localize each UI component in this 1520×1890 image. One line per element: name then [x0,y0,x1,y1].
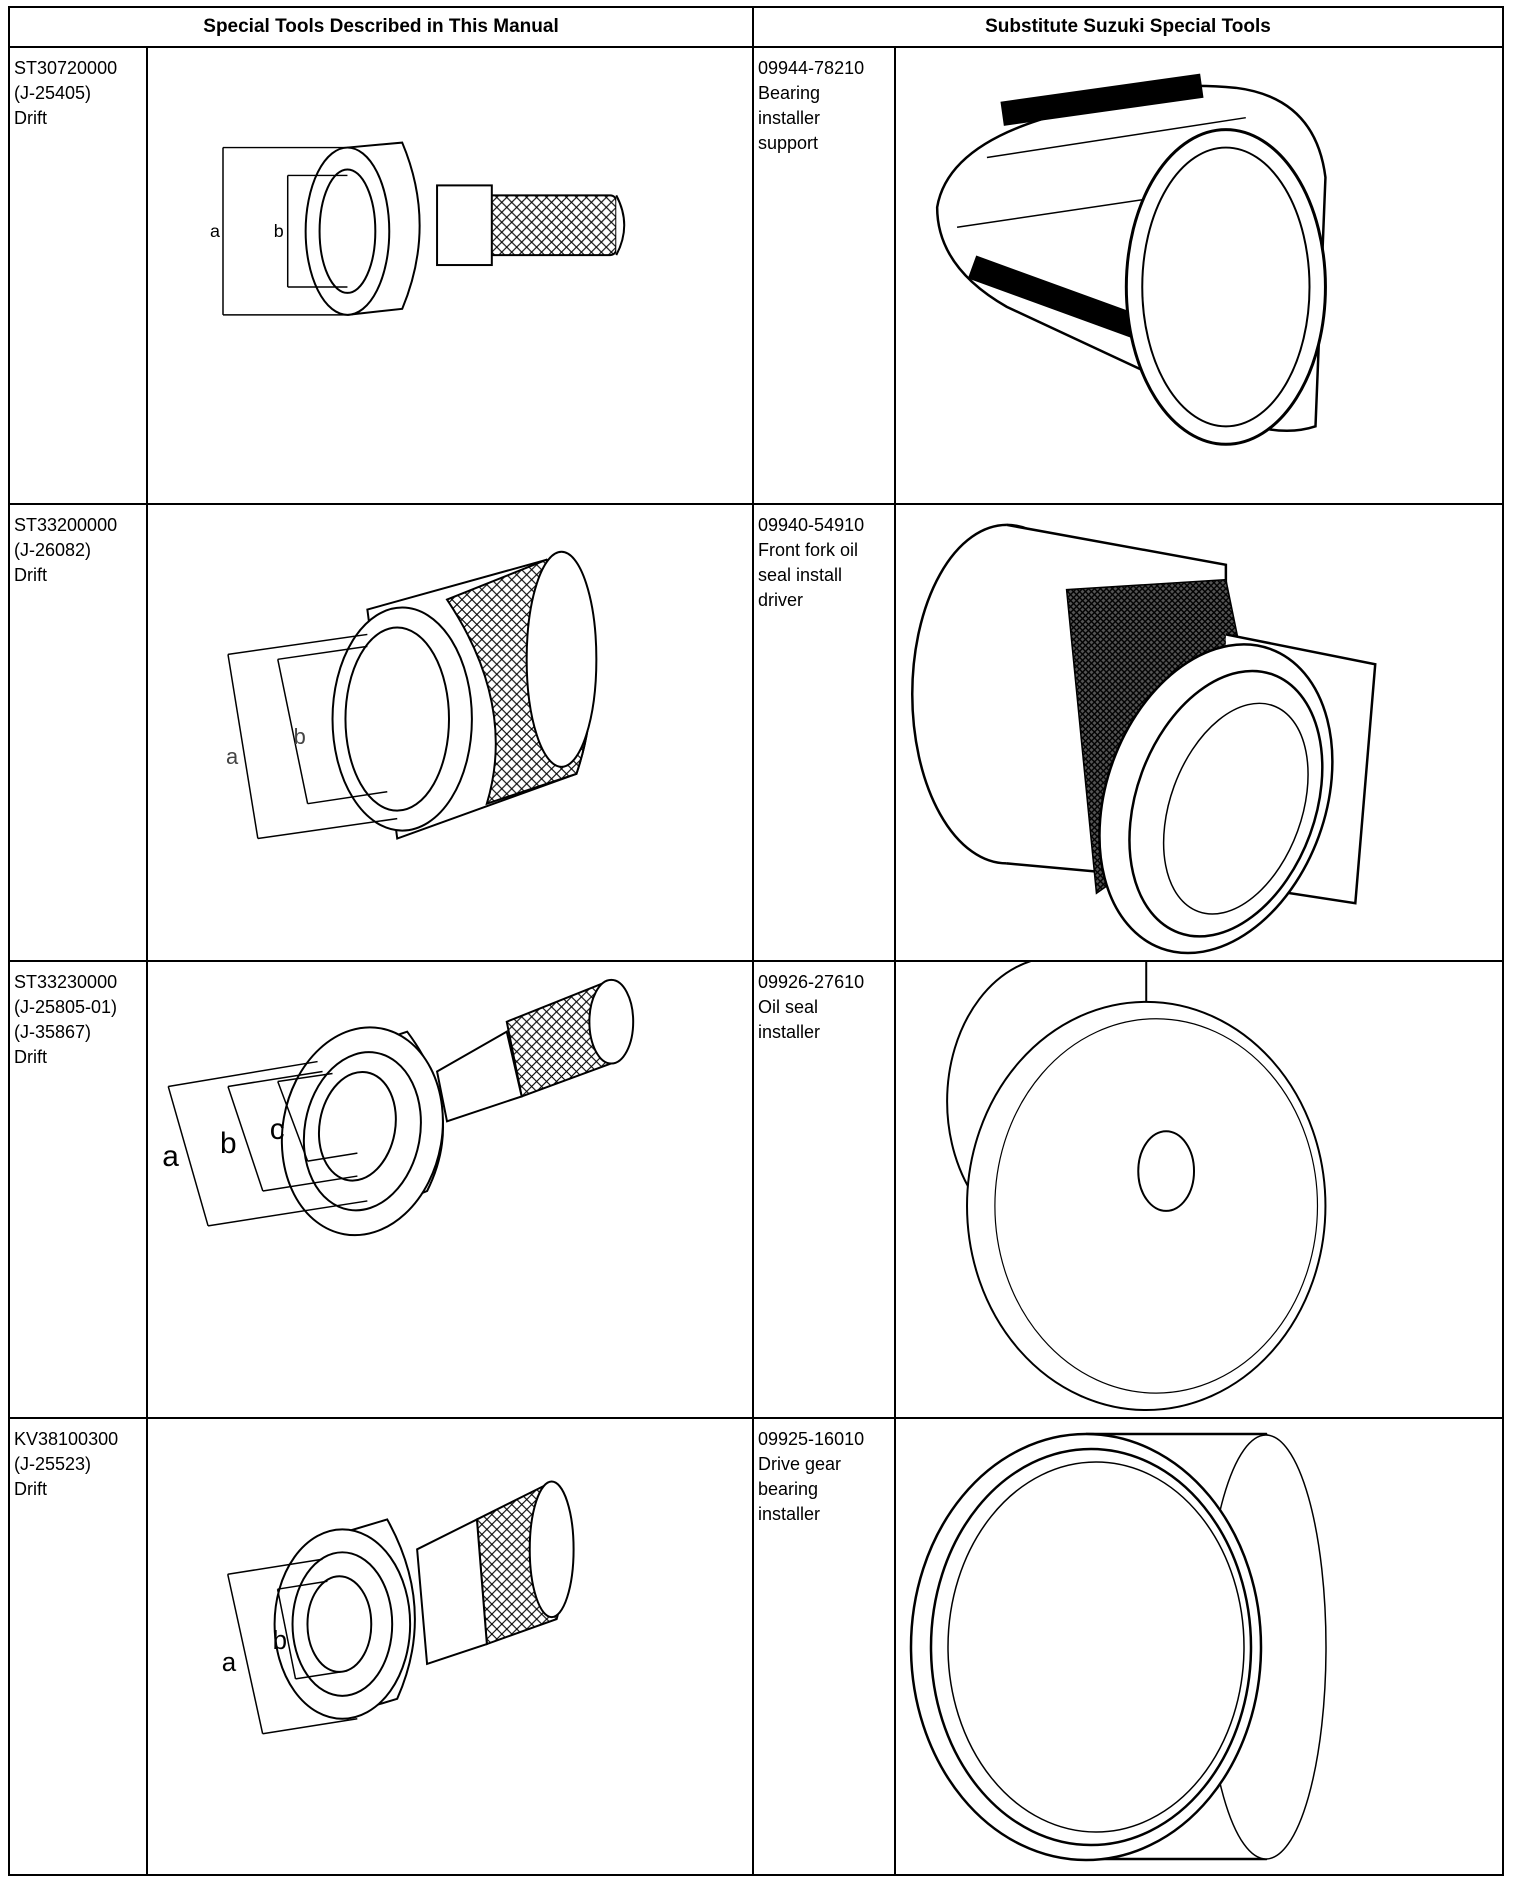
drift-illustration: a b [222,1480,575,1735]
substitute-info-line: support [758,133,819,153]
tool-info-line: (J-26082) [14,540,92,560]
substitute-info-line: Bearing [758,83,821,103]
tool-figure-cell: a b [148,1419,754,1876]
tool-info-cell: KV38100300 (J-25523) Drift [10,1419,148,1876]
table-row: ST33230000 (J-25805-01) (J-35867) Drift [10,962,1502,1419]
front-fork-oil-seal-install-driver-illustration [911,523,1377,955]
substitute-number: 09944-78210 [758,58,865,78]
substitute-info-line: Oil seal [758,997,819,1017]
tool-number: ST30720000 [14,58,118,78]
dim-label-a: a [210,221,220,241]
substitute-info-line: installer [758,1022,821,1042]
tool-info-line: (J-35867) [14,1022,92,1042]
substitute-figure-cell [896,505,1502,960]
bearing-installer-support-illustration [935,73,1327,446]
substitute-figure-cell [896,1419,1502,1876]
tool-info-cell: ST33200000 (J-26082) Drift [10,505,148,960]
dim-label-b: b [273,1627,287,1655]
substitute-info-line: bearing [758,1479,819,1499]
substitute-info-line: driver [758,590,804,610]
substitute-info-line: installer [758,108,821,128]
drift-illustration: a b c [162,978,635,1237]
substitute-info-cell: 09940-54910 Front fork oil seal install … [754,505,896,960]
header-suzuki-tools: Substitute Suzuki Special Tools [754,8,1502,48]
drift-illustration: a b [210,141,626,316]
dim-label-b: b [220,1127,237,1160]
tool-number: ST33200000 [14,515,118,535]
substitute-info-cell: 09926-27610 Oil seal installer [754,962,896,1417]
substitute-info-cell: 09925-16010 Drive gear bearing installer [754,1419,896,1876]
substitute-number: 09926-27610 [758,972,865,992]
tool-info-line: Drift [14,1479,47,1499]
tool-info-line: (J-25405) [14,83,92,103]
tool-info-line: Drift [14,565,47,585]
table-row: KV38100300 (J-25523) Drift [10,1419,1502,1876]
table-row: ST30720000 (J-25405) Drift [10,48,1502,505]
tool-info-line: (J-25805-01) [14,997,118,1017]
dim-label-a: a [162,1140,179,1173]
header-manual-tools: Special Tools Described in This Manual [10,8,754,48]
substitute-info-cell: 09944-78210 Bearing installer support [754,48,896,503]
dim-label-b: b [294,724,306,749]
substitute-info-line: Front fork oil [758,540,859,560]
tool-number: KV38100300 [14,1429,119,1449]
dim-label-a: a [226,744,239,769]
tool-info-cell: ST30720000 (J-25405) Drift [10,48,148,503]
tool-figure-cell: a b c [148,962,754,1417]
substitute-number: 09940-54910 [758,515,865,535]
tool-info-line: Drift [14,108,47,128]
drift-illustration: a b [226,550,598,840]
drive-gear-bearing-installer-illustration [909,1432,1327,1862]
substitute-info-line: Drive gear [758,1454,842,1474]
tool-info-line: (J-25523) [14,1454,92,1474]
tool-info-cell: ST33230000 (J-25805-01) (J-35867) Drift [10,962,148,1417]
substitute-info-line: seal install [758,565,843,585]
tool-info-line: Drift [14,1047,47,1067]
dim-label-c: c [270,1113,285,1146]
substitute-figure-cell [896,962,1502,1417]
tool-figure-cell: a b [148,505,754,960]
substitute-info-line: installer [758,1504,821,1524]
table-row: ST33200000 (J-26082) Drift [10,505,1502,962]
substitute-figure-cell [896,48,1502,503]
special-tools-table: Special Tools Described in This Manual S… [8,6,1504,1876]
tool-figure-cell: a b [148,48,754,503]
dim-label-a: a [222,1649,237,1677]
tool-number: ST33230000 [14,972,118,992]
substitute-number: 09925-16010 [758,1429,865,1449]
oil-seal-installer-illustration [946,962,1327,1412]
dim-label-b: b [274,221,284,241]
